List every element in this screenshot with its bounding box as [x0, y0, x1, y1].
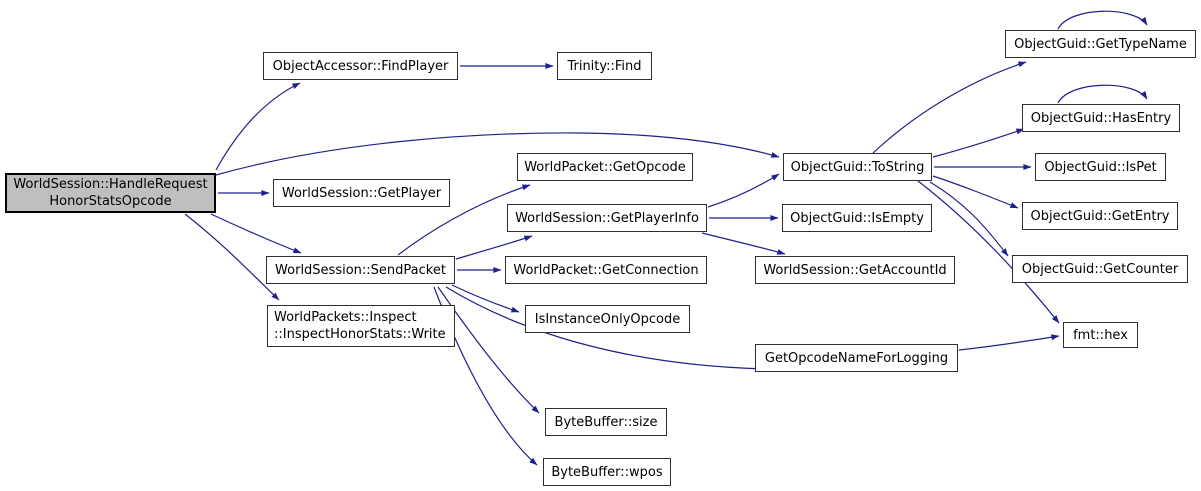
node-fmt-hex[interactable]: fmt::hex: [1063, 322, 1138, 348]
node-world-session-get-account-id[interactable]: WorldSession::GetAccountId: [755, 256, 955, 284]
edge-object-guid-has-entry-to-object-guid-has-entry: [1057, 84, 1148, 104]
edge-handle-request-honor-stats-opcode-to-object-guid-to-string: [215, 132, 780, 176]
edge-world-session-send-packet-to-byte-buffer-size: [437, 286, 540, 414]
node-get-opcode-name-for-logging[interactable]: GetOpcodeNameForLogging: [755, 344, 958, 372]
node-byte-buffer-wpos[interactable]: ByteBuffer::wpos: [543, 458, 671, 486]
node-object-guid-is-empty[interactable]: ObjectGuid::IsEmpty: [782, 204, 932, 232]
edge-object-guid-to-string-to-object-guid-get-type-name: [871, 61, 1027, 155]
edge-handle-request-honor-stats-opcode-to-object-accessor-find-player: [215, 82, 301, 171]
edge-world-session-send-packet-to-get-opcode-name-for-logging: [445, 286, 769, 372]
edge-world-session-send-packet-to-world-packet-get-opcode: [397, 184, 531, 256]
node-object-guid-to-string[interactable]: ObjectGuid::ToString: [783, 153, 932, 181]
node-byte-buffer-size[interactable]: ByteBuffer::size: [545, 408, 667, 436]
node-object-guid-get-type-name[interactable]: ObjectGuid::GetTypeName: [1005, 30, 1196, 58]
node-world-session-get-player-info[interactable]: WorldSession::GetPlayerInfo: [507, 204, 707, 232]
node-world-session-send-packet[interactable]: WorldSession::SendPacket: [266, 256, 455, 284]
edge-object-guid-get-type-name-to-object-guid-get-type-name: [1057, 10, 1148, 30]
edge-get-opcode-name-for-logging-to-fmt-hex: [958, 334, 1060, 351]
node-object-guid-get-counter[interactable]: ObjectGuid::GetCounter: [1012, 255, 1188, 283]
edge-world-session-get-player-info-to-world-session-get-account-id: [701, 232, 786, 255]
node-handle-request-honor-stats-opcode: WorldSession::HandleRequest HonorStatsOp…: [5, 173, 216, 213]
edge-object-guid-to-string-to-object-guid-get-entry: [932, 175, 1019, 209]
edge-handle-request-honor-stats-opcode-to-inspect-honor-stats-write: [184, 213, 280, 301]
edge-object-guid-to-string-to-object-guid-get-counter: [929, 181, 1009, 257]
edge-world-session-send-packet-to-world-session-get-player-info: [455, 235, 533, 260]
node-object-guid-has-entry[interactable]: ObjectGuid::HasEntry: [1022, 104, 1180, 132]
node-world-packet-get-connection[interactable]: WorldPacket::GetConnection: [505, 256, 707, 284]
node-world-session-get-player[interactable]: WorldSession::GetPlayer: [273, 179, 450, 207]
node-is-instance-only-opcode[interactable]: IsInstanceOnlyOpcode: [525, 305, 690, 333]
node-object-guid-get-entry[interactable]: ObjectGuid::GetEntry: [1022, 202, 1178, 230]
edge-object-guid-to-string-to-fmt-hex: [917, 180, 1060, 324]
edge-handle-request-honor-stats-opcode-to-world-session-send-packet: [210, 213, 302, 254]
node-trinity-find[interactable]: Trinity::Find: [557, 52, 652, 80]
edge-object-guid-to-string-to-object-guid-has-entry: [932, 128, 1025, 158]
node-object-guid-is-pet[interactable]: ObjectGuid::IsPet: [1035, 153, 1166, 181]
node-object-accessor-find-player[interactable]: ObjectAccessor::FindPlayer: [263, 52, 458, 80]
node-inspect-honor-stats-write[interactable]: WorldPackets::Inspect ::InspectHonorStat…: [267, 305, 455, 347]
edge-world-session-send-packet-to-is-instance-only-opcode: [451, 284, 520, 313]
node-world-packet-get-opcode[interactable]: WorldPacket::GetOpcode: [517, 153, 693, 181]
edge-world-session-get-player-info-to-object-guid-to-string: [707, 173, 780, 208]
